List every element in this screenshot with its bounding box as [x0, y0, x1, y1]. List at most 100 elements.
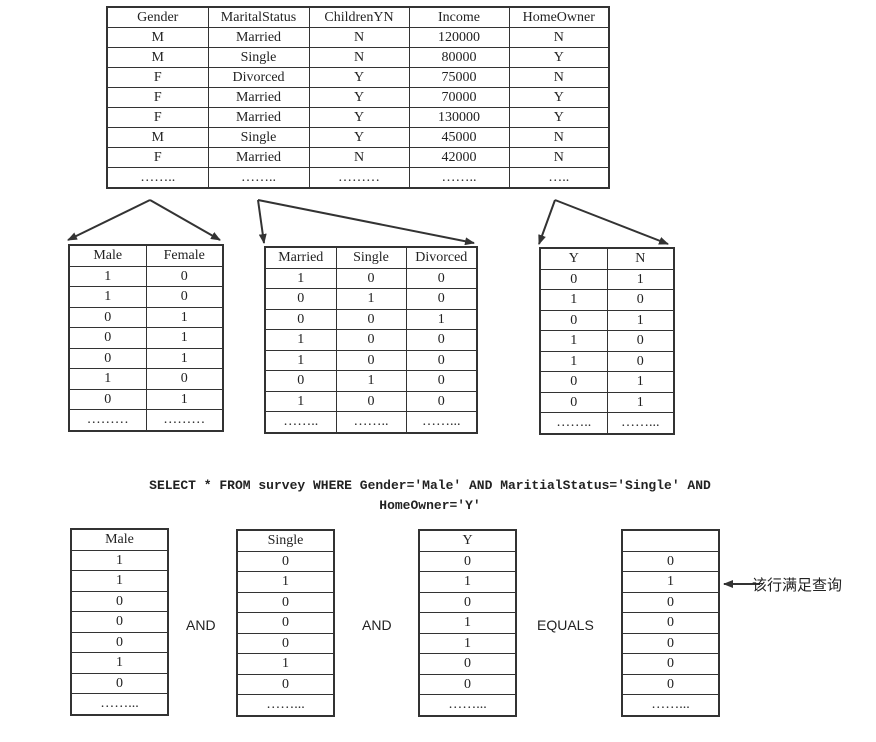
bit-cell: 1: [621, 571, 720, 593]
column-header: Divorced: [405, 246, 478, 269]
table-row: 0: [70, 590, 169, 612]
table-cell: 0: [145, 286, 224, 308]
table-cell: ……..: [106, 167, 209, 189]
arrow-gender-female: [149, 199, 221, 241]
table-row: 0: [236, 632, 335, 654]
table-cell: Divorced: [207, 67, 310, 88]
bit-cell: 0: [418, 673, 517, 695]
table-cell: N: [308, 147, 410, 168]
table-cell: 1: [145, 306, 224, 328]
table-cell: M: [106, 47, 209, 68]
table-row: 0: [236, 673, 335, 695]
arrow-marital-married: [257, 199, 267, 244]
table-row: 1: [236, 571, 335, 593]
table-cell: …..: [508, 167, 610, 189]
table-cell: F: [106, 147, 209, 168]
bit-cell: 0: [418, 591, 517, 613]
table-cell: F: [106, 107, 209, 128]
sql-query-line2: HomeOwner='Y': [379, 498, 481, 513]
column-header: Single: [335, 246, 407, 269]
table-cell: ………: [308, 167, 410, 189]
bit-cell: 0: [236, 550, 335, 572]
table-cell: 0: [539, 268, 608, 290]
arrow-homeowner-n: [554, 199, 669, 245]
table-cell: Married: [207, 87, 310, 108]
table-row: ……..……...: [539, 412, 675, 434]
table-cell: 1: [606, 391, 675, 413]
table-cell: 0: [68, 388, 147, 410]
table-cell: N: [308, 27, 410, 48]
table-row: 1: [418, 612, 517, 634]
table-cell: Y: [508, 107, 610, 128]
table-cell: 0: [335, 349, 407, 371]
table-row: 0: [621, 591, 720, 613]
bit-cell: 0: [236, 632, 335, 654]
column-header: ChildrenYN: [308, 6, 410, 28]
table-cell: N: [508, 147, 610, 168]
column-header: MaritalStatus: [207, 6, 310, 28]
table-cell: M: [106, 127, 209, 148]
table-row: 0: [418, 550, 517, 572]
table-cell: 75000: [408, 67, 510, 88]
table-cell: 0: [606, 330, 675, 352]
table-cell: Y: [308, 127, 410, 148]
table-row: ………………: [68, 409, 224, 431]
table-cell: 0: [405, 390, 478, 412]
table-cell: 0: [335, 267, 407, 289]
table-cell: 120000: [408, 27, 510, 48]
table-row: 0: [621, 612, 720, 634]
table-cell: 1: [335, 288, 407, 310]
table-cell: 0: [539, 309, 608, 331]
column-header: Single: [236, 529, 335, 552]
table-cell: 0: [405, 329, 478, 351]
table-cell: 42000: [408, 147, 510, 168]
table-row: ……...: [70, 693, 169, 715]
table-cell: 1: [606, 371, 675, 393]
table-cell: 0: [335, 308, 407, 330]
bit-cell: 0: [621, 673, 720, 695]
table-cell: F: [106, 67, 209, 88]
table-cell: 1: [606, 268, 675, 290]
column-header: Married: [264, 246, 337, 269]
sql-query-line1: SELECT * FROM survey WHERE Gender='Male'…: [149, 478, 711, 493]
column-header: Female: [145, 244, 224, 267]
bit-cell: 1: [70, 570, 169, 592]
bit-cell: 0: [621, 653, 720, 675]
table-row: 0: [418, 591, 517, 613]
bit-cell: 1: [236, 571, 335, 593]
table-cell: 0: [405, 349, 478, 371]
table-cell: Single: [207, 47, 310, 68]
table-row: 1: [70, 549, 169, 571]
bit-cell: 0: [70, 672, 169, 694]
bit-cell: 0: [621, 591, 720, 613]
arrow-gender-male: [67, 199, 151, 241]
table-cell: Y: [308, 67, 410, 88]
table-row: 1: [236, 653, 335, 675]
table-cell: 0: [335, 329, 407, 351]
arrow-homeowner-y: [538, 199, 556, 245]
bit-cell: 0: [70, 631, 169, 653]
table-cell: ……..: [264, 411, 337, 433]
table-row: ……..……..……...: [264, 411, 478, 433]
column-header: Gender: [106, 6, 209, 28]
table-cell: 0: [335, 390, 407, 412]
